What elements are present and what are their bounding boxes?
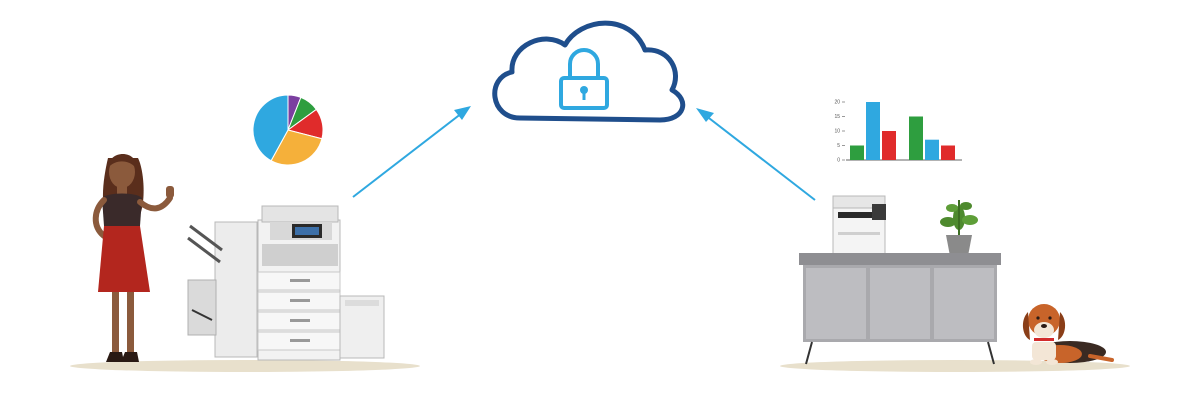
y-tick-label: 15: [834, 114, 840, 120]
bar-chart: 0 5 10 15 20: [834, 100, 962, 164]
large-multifunction-printer: [187, 205, 385, 361]
pie-slice: [252, 94, 289, 162]
desktop-printer: [832, 195, 886, 255]
bar: [866, 102, 880, 160]
woman-figure: [92, 154, 174, 362]
bar: [925, 139, 939, 160]
pie-chart: [252, 94, 324, 166]
floor-left: [70, 360, 420, 372]
y-tick-label: 10: [834, 129, 840, 135]
upload-arrow-icon: [352, 106, 471, 198]
y-tick-label: 20: [834, 100, 840, 106]
padlock-icon: [559, 48, 609, 110]
y-tick-label: 5: [837, 143, 840, 149]
potted-plant: [940, 200, 978, 256]
bar: [850, 145, 864, 160]
y-tick-label: 0: [837, 158, 840, 164]
pie-slice: [270, 129, 323, 166]
sideboard-cabinet: [799, 253, 1001, 365]
bar: [941, 145, 955, 160]
upload-arrow-icon: [696, 108, 816, 201]
bar: [882, 131, 896, 160]
beagle-dog: [1022, 304, 1114, 365]
cloud-icon: [492, 20, 686, 123]
floor-right: [780, 360, 1130, 372]
bar: [909, 116, 923, 160]
